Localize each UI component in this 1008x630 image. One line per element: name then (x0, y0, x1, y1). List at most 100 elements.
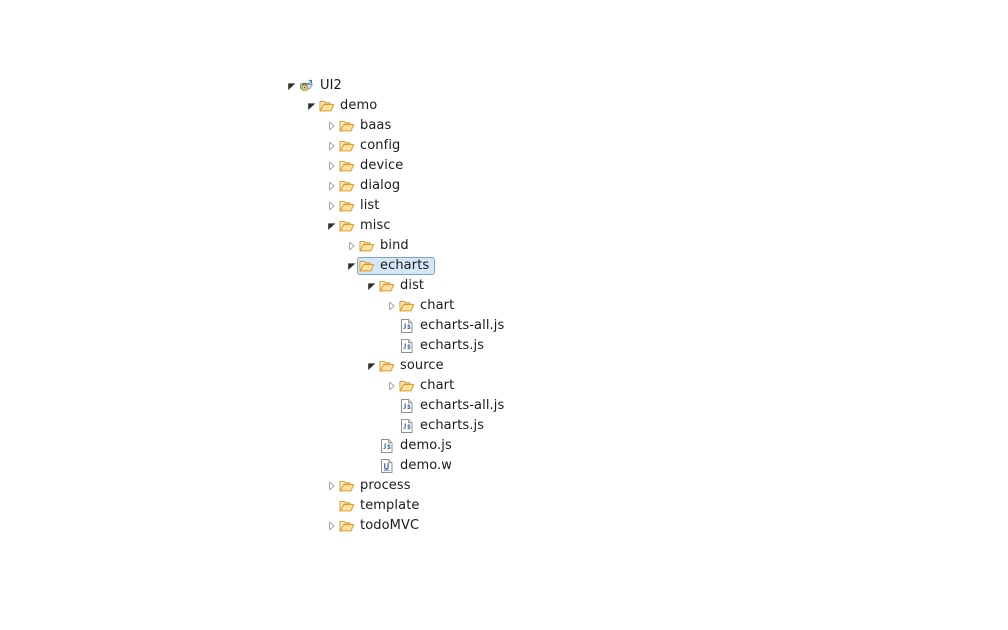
tree-node-echarts-js[interactable]: echarts.js (286, 336, 706, 356)
node-content[interactable]: demo.w (377, 457, 458, 475)
node-content[interactable]: source (377, 357, 450, 375)
tree-node-device[interactable]: device (286, 156, 706, 176)
tree-node-chart[interactable]: chart (286, 376, 706, 396)
js-file-icon (399, 398, 415, 414)
folder-open-icon (379, 278, 395, 294)
w-file-icon (379, 458, 395, 474)
node-content[interactable]: chart (397, 377, 460, 395)
twisty-placeholder (386, 416, 398, 436)
tree-node-demo-js[interactable]: demo.js (286, 436, 706, 456)
chevron-down-icon[interactable] (366, 276, 378, 296)
project-explorer-tree[interactable]: UI2 demo baas config device dialog list misc bin… (286, 76, 706, 536)
folder-open-icon (339, 478, 355, 494)
tree-node-label: echarts-all.js (420, 398, 505, 413)
tree-node-echarts-all-js[interactable]: echarts-all.js (286, 396, 706, 416)
tree-node-label: UI2 (320, 78, 342, 93)
chevron-down-icon[interactable] (346, 256, 358, 276)
folder-open-icon (339, 518, 355, 534)
chevron-down-icon[interactable] (306, 96, 318, 116)
tree-node-label: demo.w (400, 458, 453, 473)
folder-open-icon (359, 258, 375, 274)
js-file-icon (399, 318, 415, 334)
folder-open-icon (319, 98, 335, 114)
selected-node-highlight[interactable]: echarts (357, 257, 436, 275)
tree-node-process[interactable]: process (286, 476, 706, 496)
js-file-icon (399, 338, 415, 354)
chevron-right-icon[interactable] (326, 136, 338, 156)
folder-open-icon (339, 198, 355, 214)
tree-node-label: device (360, 158, 404, 173)
node-content[interactable]: bind (357, 237, 415, 255)
chevron-down-icon[interactable] (286, 76, 298, 96)
tree-node-bind[interactable]: bind (286, 236, 706, 256)
node-content[interactable]: list (337, 197, 386, 215)
tree-node-label: misc (360, 218, 391, 233)
chevron-right-icon[interactable] (326, 196, 338, 216)
folder-open-icon (399, 378, 415, 394)
node-content[interactable]: dialog (337, 177, 406, 195)
folder-open-icon (339, 138, 355, 154)
node-content[interactable]: demo.js (377, 437, 458, 455)
node-content[interactable]: chart (397, 297, 460, 315)
tree-node-echarts-all-js[interactable]: echarts-all.js (286, 316, 706, 336)
tree-node-demo-w[interactable]: demo.w (286, 456, 706, 476)
node-content[interactable]: echarts-all.js (397, 317, 510, 335)
node-content[interactable]: baas (337, 117, 397, 135)
node-content[interactable]: todoMVC (337, 517, 425, 535)
tree-node-label: chart (420, 378, 455, 393)
tree-node-dialog[interactable]: dialog (286, 176, 706, 196)
twisty-placeholder (386, 396, 398, 416)
node-content[interactable]: demo (317, 97, 383, 115)
node-content[interactable]: UI2 (297, 77, 348, 95)
tree-node-label: echarts-all.js (420, 318, 505, 333)
node-content[interactable]: dist (377, 277, 430, 295)
node-content[interactable]: misc (337, 217, 397, 235)
chevron-right-icon[interactable] (346, 236, 358, 256)
tree-node-label: demo (340, 98, 378, 113)
chevron-right-icon[interactable] (386, 376, 398, 396)
tree-node-label: echarts.js (420, 418, 485, 433)
tree-node-label: todoMVC (360, 518, 420, 533)
twisty-placeholder (386, 336, 398, 356)
chevron-down-icon[interactable] (326, 216, 338, 236)
node-content[interactable]: config (337, 137, 406, 155)
twisty-placeholder (326, 496, 338, 516)
tree-node-list[interactable]: list (286, 196, 706, 216)
tree-node-label: chart (420, 298, 455, 313)
tree-node-dist[interactable]: dist (286, 276, 706, 296)
tree-node-label: dist (400, 278, 425, 293)
tree-node-chart[interactable]: chart (286, 296, 706, 316)
js-file-icon (399, 418, 415, 434)
node-content[interactable]: echarts.js (397, 417, 490, 435)
chevron-right-icon[interactable] (326, 476, 338, 496)
project-icon (299, 78, 315, 94)
tree-node-todomvc[interactable]: todoMVC (286, 516, 706, 536)
tree-node-misc[interactable]: misc (286, 216, 706, 236)
tree-node-template[interactable]: template (286, 496, 706, 516)
folder-open-icon (379, 358, 395, 374)
folder-open-icon (339, 118, 355, 134)
chevron-right-icon[interactable] (326, 176, 338, 196)
chevron-down-icon[interactable] (366, 356, 378, 376)
tree-node-config[interactable]: config (286, 136, 706, 156)
node-content[interactable]: echarts-all.js (397, 397, 510, 415)
node-content[interactable]: device (337, 157, 409, 175)
node-content[interactable]: process (337, 477, 417, 495)
tree-node-label: list (360, 198, 380, 213)
tree-node-baas[interactable]: baas (286, 116, 706, 136)
tree-node-label: source (400, 358, 444, 373)
tree-node-demo[interactable]: demo (286, 96, 706, 116)
tree-node-label: baas (360, 118, 392, 133)
tree-node-echarts-js[interactable]: echarts.js (286, 416, 706, 436)
node-content[interactable]: template (337, 497, 425, 515)
node-content[interactable]: echarts.js (397, 337, 490, 355)
folder-open-icon (339, 158, 355, 174)
chevron-right-icon[interactable] (326, 156, 338, 176)
tree-node-source[interactable]: source (286, 356, 706, 376)
folder-open-icon (339, 498, 355, 514)
chevron-right-icon[interactable] (326, 516, 338, 536)
chevron-right-icon[interactable] (326, 116, 338, 136)
chevron-right-icon[interactable] (386, 296, 398, 316)
tree-node-echarts[interactable]: echarts (286, 256, 706, 276)
tree-node-ui2[interactable]: UI2 (286, 76, 706, 96)
